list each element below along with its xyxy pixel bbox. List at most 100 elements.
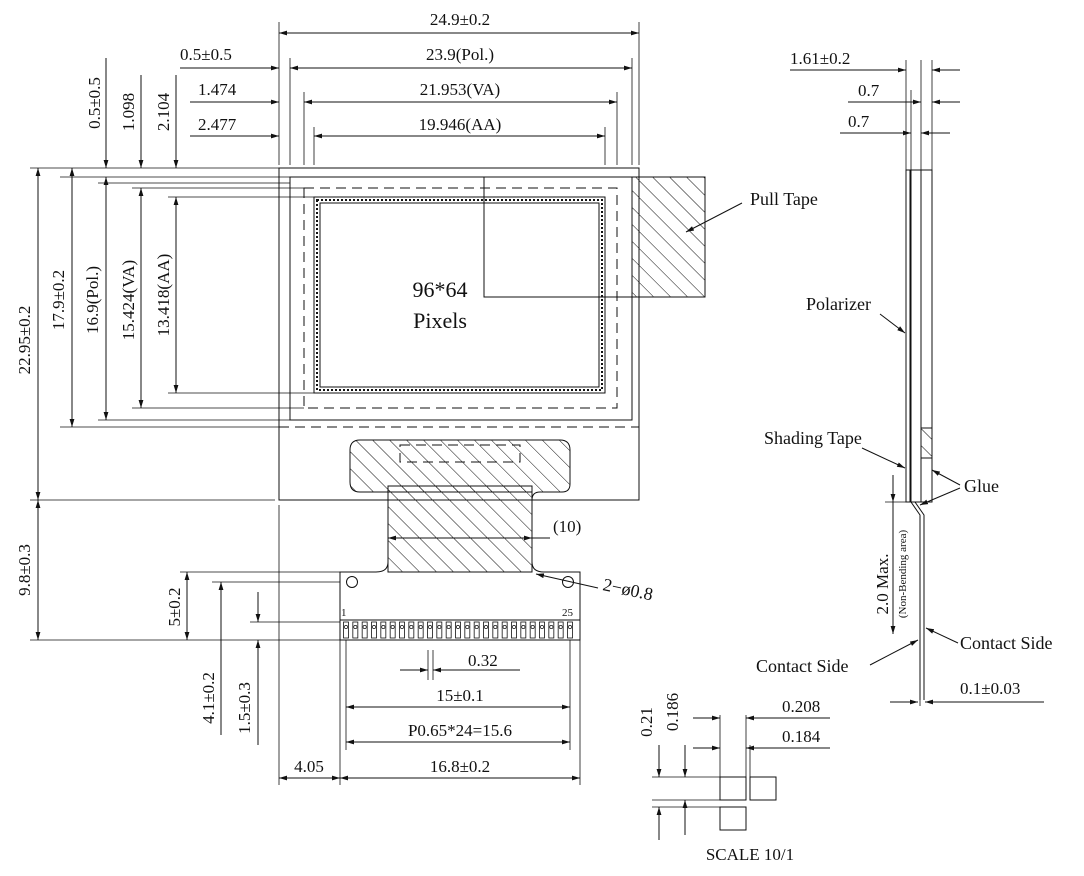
contact-pad bbox=[343, 621, 349, 639]
contact-pad-via bbox=[530, 625, 535, 629]
contact-pad bbox=[557, 621, 564, 639]
contact-pad bbox=[352, 621, 359, 639]
contact-pad bbox=[427, 621, 433, 639]
contact-pad bbox=[389, 621, 396, 639]
pull-tape-label: Pull Tape bbox=[750, 189, 818, 209]
contact-pad bbox=[417, 621, 424, 639]
contact-pad bbox=[473, 621, 480, 639]
dim-0-208: 0.208 bbox=[782, 697, 820, 716]
contact-pad-via bbox=[428, 625, 432, 629]
contact-pad-via bbox=[446, 625, 451, 629]
contact-pad-via bbox=[418, 625, 423, 629]
shading-tape-label: Shading Tape bbox=[764, 428, 862, 448]
contact-pad-via bbox=[549, 625, 554, 629]
side-view: 1.61±0.2 0.7 0.7 Polarizer Shading Tape … bbox=[756, 49, 1053, 706]
contact-pad-via bbox=[568, 625, 572, 629]
dim-bend-width: (10) bbox=[553, 517, 581, 536]
dim-1-5: 1.5±0.3 bbox=[235, 682, 254, 734]
contact-pad bbox=[492, 621, 499, 639]
contact-pad-via bbox=[353, 625, 358, 629]
left-dimensions: 22.95±0.2 17.9±0.2 16.9(Pol.) 0.5±0.5 15… bbox=[15, 58, 314, 501]
contact-pad bbox=[399, 621, 405, 639]
dim-height-overall: 22.95±0.2 bbox=[15, 306, 34, 375]
dim-offset-top-pol: 0.5±0.5 bbox=[85, 77, 104, 129]
resolution-label: 96*64 bbox=[413, 277, 468, 302]
contact-pad-via bbox=[372, 625, 376, 629]
dim-offset-left-va: 1.474 bbox=[198, 80, 237, 99]
contact-pad bbox=[380, 621, 387, 639]
fpc-tail: (10) 2−ø0.8 1 25 bbox=[339, 439, 655, 641]
contact-pad-via bbox=[344, 625, 348, 629]
hole-callout: 2−ø0.8 bbox=[601, 574, 655, 604]
dim-pad-width: 0.32 bbox=[468, 651, 498, 670]
dim-4-1: 4.1±0.2 bbox=[199, 672, 218, 724]
contact-pad bbox=[539, 621, 545, 639]
contact-pad-via bbox=[484, 625, 488, 629]
contact-pad bbox=[520, 621, 527, 639]
contact-pad-via bbox=[521, 625, 526, 629]
contact-side-right: Contact Side bbox=[960, 633, 1053, 653]
fpc-left-dimensions: 9.8±0.3 5±0.2 4.1±0.2 1.5±0.3 bbox=[15, 500, 340, 745]
contact-pad bbox=[408, 621, 415, 639]
contact-pad-via bbox=[502, 625, 507, 629]
contact-pad-via bbox=[493, 625, 498, 629]
dim-offset-left-aa: 2.477 bbox=[198, 115, 237, 134]
contact-pad bbox=[483, 621, 489, 639]
dim-tail-length: 9.8±0.3 bbox=[15, 544, 34, 596]
dim-layer-2: 0.7 bbox=[848, 112, 870, 131]
top-dimensions: 24.9±0.2 23.9(Pol.) 0.5±0.5 21.953(VA) 1… bbox=[180, 10, 640, 165]
dim-pad-span: 15±0.1 bbox=[436, 686, 484, 705]
contact-pad-via bbox=[362, 625, 367, 629]
contact-pad bbox=[445, 621, 452, 639]
dim-width-pol: 23.9(Pol.) bbox=[426, 45, 494, 64]
contact-pad bbox=[371, 621, 377, 639]
contact-pad bbox=[436, 621, 443, 639]
contact-side-left: Contact Side bbox=[756, 656, 849, 676]
dim-offset-4-05: 4.05 bbox=[294, 757, 324, 776]
pin-last-label: 25 bbox=[562, 607, 574, 619]
contact-pad bbox=[529, 621, 536, 639]
contact-pad bbox=[548, 621, 555, 639]
contact-pad-via bbox=[465, 625, 470, 629]
contact-pads bbox=[343, 621, 573, 639]
glue-label: Glue bbox=[964, 476, 999, 496]
pull-tape: Pull Tape bbox=[483, 176, 818, 298]
non-bending-note: (Non-Bending area) bbox=[897, 530, 909, 619]
dim-height-glass: 17.9±0.2 bbox=[49, 270, 68, 330]
dim-fpc-thickness: 0.1±0.03 bbox=[960, 679, 1020, 698]
dim-offset-left-outer: 0.5±0.5 bbox=[180, 45, 232, 64]
contact-pad bbox=[361, 621, 368, 639]
dim-offset-top-va: 1.098 bbox=[119, 93, 138, 131]
contact-pad-via bbox=[558, 625, 563, 629]
contact-pad bbox=[567, 621, 573, 639]
contact-pad-via bbox=[400, 625, 404, 629]
contact-pad-via bbox=[540, 625, 544, 629]
pin-first-label: 1 bbox=[341, 607, 347, 619]
dim-fpc-width: 16.8±0.2 bbox=[430, 757, 490, 776]
polarizer-label: Polarizer bbox=[806, 294, 871, 314]
fpc-bottom-dimensions: 0.32 15±0.1 P0.65*24=15.6 4.05 16.8±0.2 bbox=[278, 505, 581, 785]
dim-thickness: 1.61±0.2 bbox=[790, 49, 850, 68]
dim-width-overall: 24.9±0.2 bbox=[430, 10, 490, 29]
dim-height-pol: 16.9(Pol.) bbox=[83, 266, 102, 334]
dim-pitch: P0.65*24=15.6 bbox=[408, 721, 512, 740]
contact-pad-via bbox=[409, 625, 414, 629]
dim-height-aa: 13.418(AA) bbox=[154, 254, 173, 337]
dim-0-184: 0.184 bbox=[782, 727, 821, 746]
contact-pad-via bbox=[456, 625, 460, 629]
dim-height-va: 15.424(VA) bbox=[119, 260, 138, 340]
display-panel: 96*64 Pixels bbox=[278, 167, 640, 501]
contact-pad-via bbox=[437, 625, 442, 629]
dim-0-21: 0.21 bbox=[637, 707, 656, 737]
pixels-label: Pixels bbox=[413, 308, 467, 333]
dim-layer-1: 0.7 bbox=[858, 81, 880, 100]
contact-pad-via bbox=[390, 625, 395, 629]
dim-offset-top-aa: 2.104 bbox=[154, 92, 173, 131]
scale-label: SCALE 10/1 bbox=[706, 845, 794, 864]
dim-width-va: 21.953(VA) bbox=[420, 80, 500, 99]
contact-pad-via bbox=[512, 625, 516, 629]
non-bending-dim: 2.0 Max. bbox=[873, 554, 892, 615]
contact-pad-via bbox=[474, 625, 479, 629]
contact-pad bbox=[511, 621, 517, 639]
